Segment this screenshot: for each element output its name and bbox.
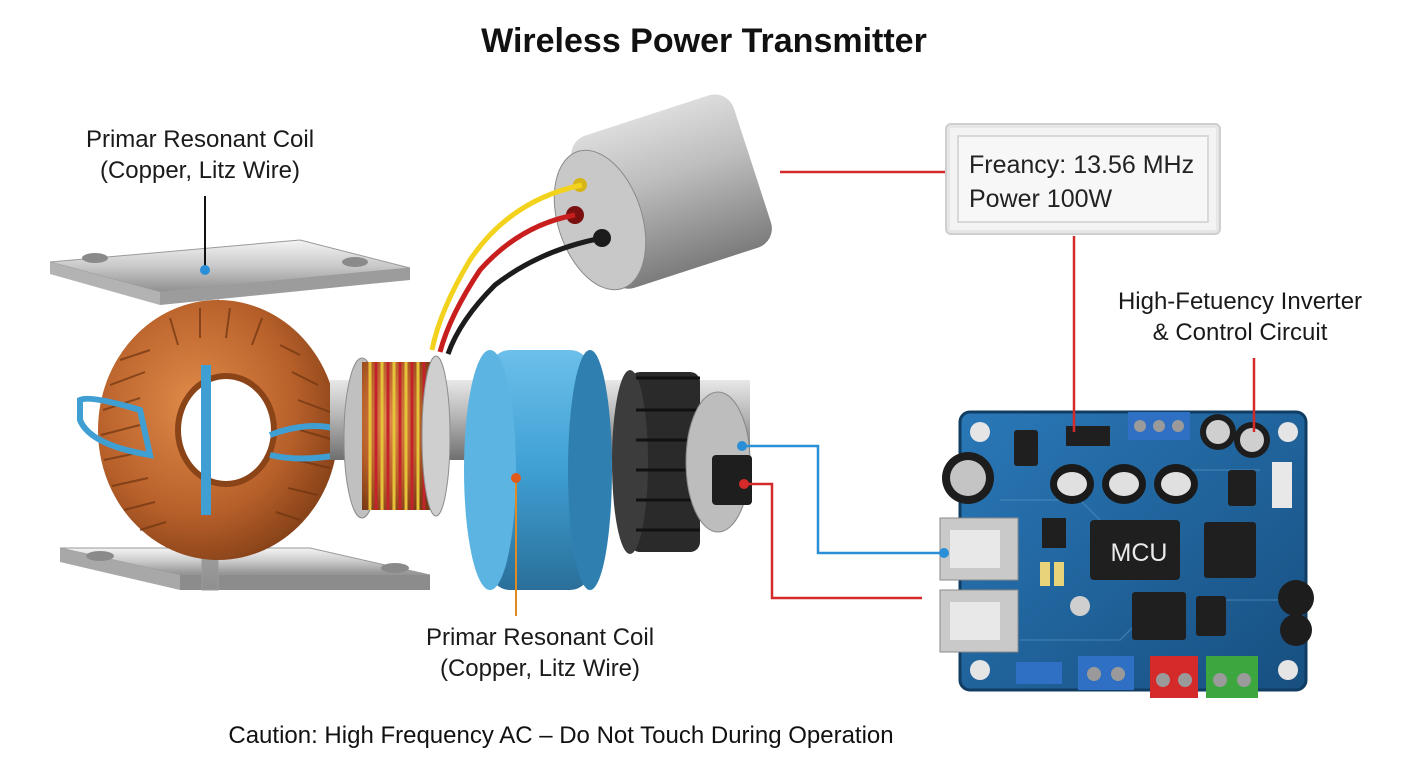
diagram-title: Wireless Power Transmitter	[481, 22, 927, 60]
dot-marker-icon	[200, 265, 210, 275]
inverter-pcb	[939, 410, 1314, 698]
label-line: (Copper, Litz Wire)	[99, 157, 301, 184]
readout-power: Power 100W	[969, 185, 1113, 213]
label-primary-coil-bottom: Primar Resonant Coil (Copper, Litz Wire)	[390, 622, 690, 684]
dot-marker-icon	[511, 473, 521, 483]
caution-note: Caution: High Frequency AC – Do Not Touc…	[228, 722, 894, 749]
label-line: (Copper, Litz Wire)	[439, 655, 641, 682]
label-primary-coil-top: Primar Resonant Coil (Copper, Litz Wire)	[40, 124, 360, 186]
connection-lines	[742, 170, 1256, 600]
label-inverter-circuit: High-Fetuency Inverter & Control Circuit	[1090, 286, 1390, 348]
label-line: Primar Resonant Coil	[425, 624, 655, 651]
power-cylinder	[553, 94, 772, 291]
frequency-power-readout: Freancy: 13.56 MHz Power 100W	[945, 123, 1221, 235]
dot-marker-icon	[739, 479, 749, 489]
coil-shaft-assembly	[330, 350, 752, 590]
label-line: & Control Circuit	[1152, 319, 1328, 346]
label-line: High-Fetuency Inverter	[1117, 288, 1363, 315]
toroid-coil	[77, 300, 344, 560]
signal-wires	[429, 182, 603, 355]
mcu-chip-label: MCU	[1110, 539, 1168, 567]
readout-screen	[957, 135, 1209, 223]
dot-marker-icon	[939, 548, 949, 558]
label-line: Primar Resonant Coil	[85, 126, 315, 153]
dot-marker-icon	[737, 441, 747, 451]
readout-frequency: Freancy: 13.56 MHz	[969, 151, 1195, 179]
